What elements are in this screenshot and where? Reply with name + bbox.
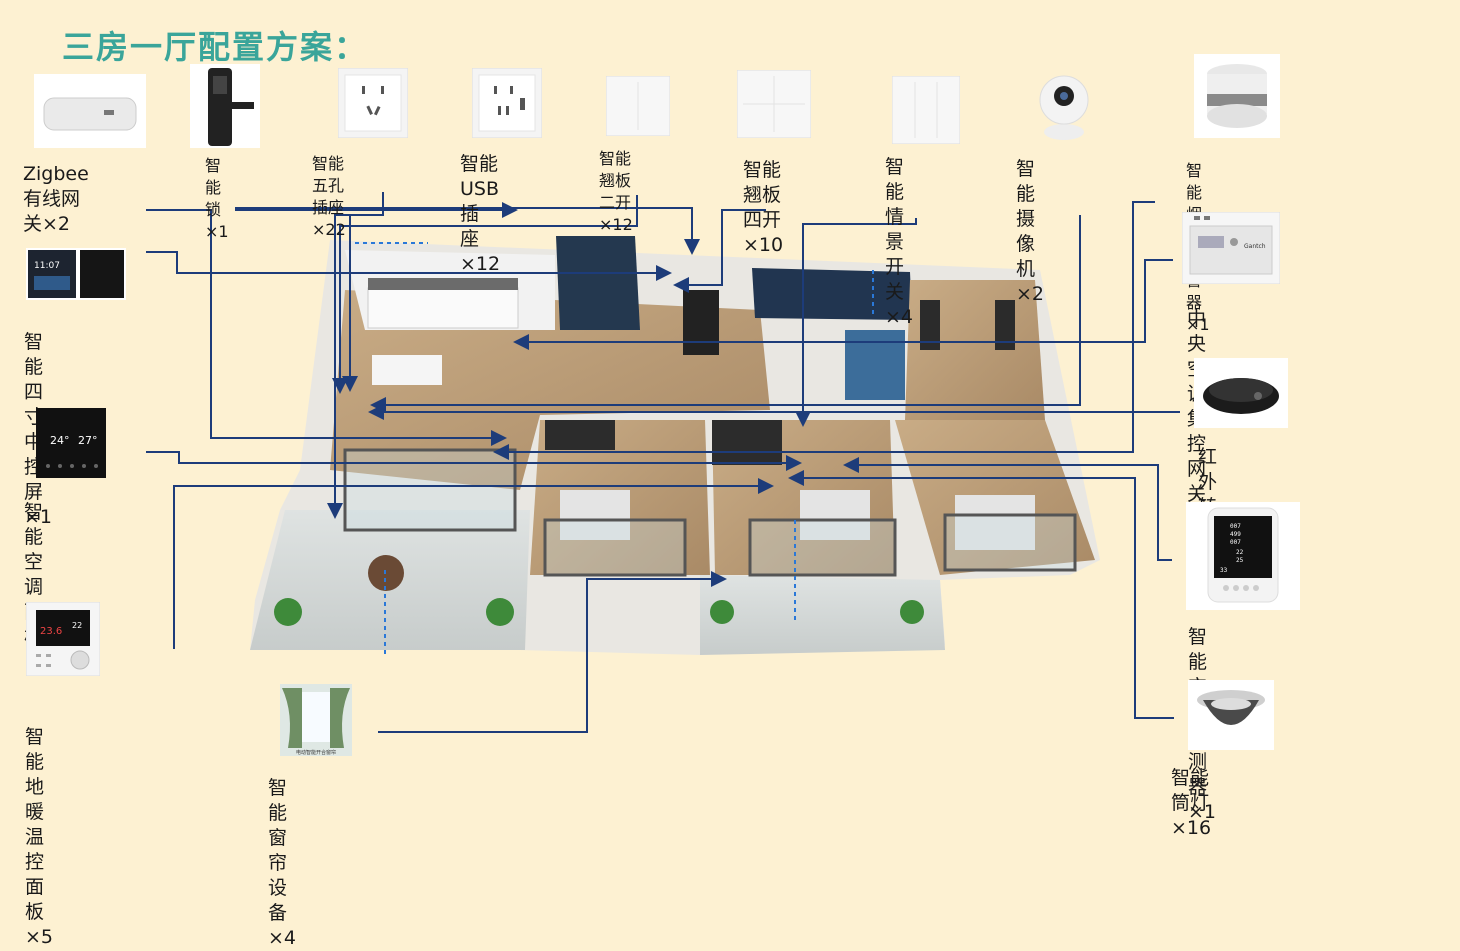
ac-gateway-brand: Gantch [1244,243,1266,250]
device-label: 智能五孔插座 ×22 [312,154,346,239]
air-value: 25 [1236,557,1244,564]
floor-plan [250,236,1100,655]
device-label: 智能筒灯×16 [1171,767,1212,839]
curtain-caption: 电动智能开合窗帘 [296,749,336,756]
smoke-alarm-icon [1194,54,1280,138]
device-label: 智能地暖温控 面板×5 [25,726,54,948]
device-label: Zigbee有线网关×2 [23,163,89,235]
floor-heating-icon: 23.6 22 [26,602,100,676]
bathroom-1 [556,236,640,330]
floor-set: 22 [72,621,82,630]
device-label: 智能USB插 座×12 [460,153,501,275]
connection-lines [146,192,1180,733]
device-label: 智能翘板 二开×12 [599,149,633,234]
device-label: 智能窗帘设备 ×4 [268,777,297,949]
floor-temp: 23.6 [40,626,62,637]
control-panel-icon: 11:07 [26,248,126,300]
thermostat-icon: 24° 27° [36,408,106,478]
air-value: 33 [1220,567,1228,574]
switch-icon [737,70,811,138]
air-value: 22 [1236,549,1244,556]
device-label: 智能摄像机 ×2 [1016,158,1045,305]
socket-icon [338,68,408,138]
switch-icon [606,76,670,136]
air-sensor-icon: 007 499 007 22 25 33 [1186,502,1300,610]
ac-temp-set: 24° [50,434,70,447]
scene-switch-icon [892,76,960,144]
air-value: 499 [1230,531,1241,538]
ac-gateway-icon: Gantch [1182,212,1280,284]
door-lock-door [683,290,719,355]
panel-time: 11:07 [34,261,60,271]
curtain-icon: 电动智能开合窗帘 [280,684,352,756]
lock-icon [190,64,260,148]
device-label: 智能情景 开关×4 [885,156,914,328]
camera-icon [1039,75,1089,140]
device-label: 智能翘板 四开×10 [743,159,784,256]
page-title: 三房一厅配置方案： [62,28,369,66]
air-value: 007 [1230,539,1241,546]
ac-temp-now: 27° [78,434,98,447]
usb-socket-icon [472,68,542,138]
gateway-icon [34,74,146,148]
air-value: 007 [1230,523,1241,530]
device-label: 智能锁×1 [205,156,229,241]
ir-blaster-icon [1194,358,1288,428]
downlight-icon [1188,680,1274,750]
living-floor [330,290,770,490]
